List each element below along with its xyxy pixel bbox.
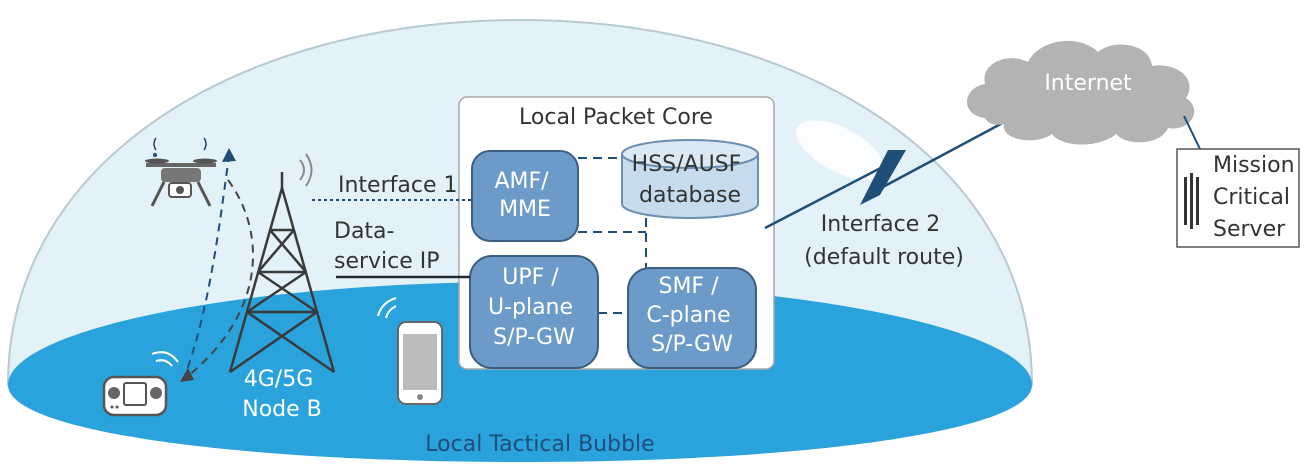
data-service-label: Data- service IP xyxy=(334,219,440,274)
uplink-arrowhead xyxy=(222,148,236,162)
internet-server-link xyxy=(1183,115,1201,150)
hss-label: HSS/AUSF database xyxy=(632,152,749,208)
downlink-arrowhead xyxy=(180,368,194,382)
cell-tower-icon xyxy=(228,172,336,374)
uplink-arc xyxy=(182,155,230,382)
interface1-label: Interface 1 xyxy=(338,173,458,198)
node-b-label: 4G/5G Node B xyxy=(242,367,322,422)
dome-highlight xyxy=(796,120,884,180)
server-rack-icon xyxy=(1184,173,1199,229)
controller-wifi-icon xyxy=(151,351,179,367)
phone-wifi-icon xyxy=(377,297,397,319)
upf-box xyxy=(469,255,599,369)
internet-label: Internet xyxy=(1044,71,1132,96)
amf-mme-box xyxy=(471,150,579,242)
mission-server-label: Mission Critical Server xyxy=(1213,153,1302,242)
lightning-bolt-icon xyxy=(860,150,906,205)
tactical-bubble-label: Local Tactical Bubble xyxy=(425,432,654,457)
interface2-label: Interface 2 (default route) xyxy=(804,212,964,270)
wifi-signal-icon xyxy=(299,153,313,187)
amf-label: AMF/ MME xyxy=(494,169,555,222)
game-controller-icon xyxy=(102,375,168,417)
smf-box xyxy=(627,267,757,369)
smf-label: SMF / C-plane S/P-GW xyxy=(646,274,737,357)
packet-core-title: Local Packet Core xyxy=(519,105,713,130)
ground-ellipse xyxy=(8,282,1032,462)
upf-label: UPF / U-plane S/P-GW xyxy=(488,265,580,350)
downlink-arc xyxy=(187,179,254,377)
smartphone-icon xyxy=(397,321,443,405)
drone-icon xyxy=(145,137,217,207)
core-dashed-links xyxy=(578,157,647,314)
cloud-icon xyxy=(966,40,1195,145)
hss-database-icon xyxy=(621,139,759,219)
